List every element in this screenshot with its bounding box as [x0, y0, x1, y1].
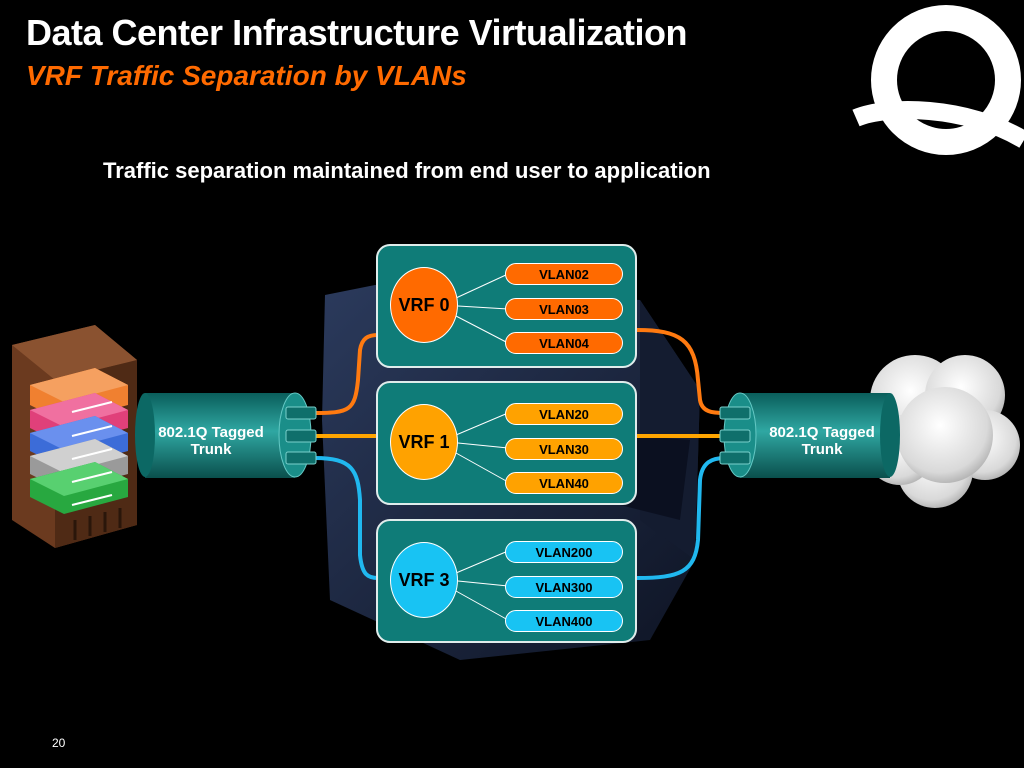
vrf-1-connectors: [455, 412, 509, 483]
right-trunk-label-line1: 802.1Q Tagged: [769, 424, 875, 441]
vrf-box-1: VRF 1 VLAN20 VLAN30 VLAN40: [376, 381, 637, 505]
vrf-box-0: VRF 0 VLAN02 VLAN03 VLAN04: [376, 244, 637, 368]
logo-icon: [846, 0, 1024, 155]
left-trunk-label-line2: Trunk: [190, 441, 232, 458]
vrf-box-3: VRF 3 VLAN200 VLAN300 VLAN400: [376, 519, 637, 643]
server-rack-icon: [12, 325, 137, 548]
vrf-1-circle: VRF 1: [390, 404, 458, 480]
vrf-0-connectors: [455, 273, 509, 344]
vlan-pill: VLAN300: [505, 576, 623, 598]
vlan-pill: VLAN04: [505, 332, 623, 354]
vlan-pill: VLAN02: [505, 263, 623, 285]
left-trunk-label: 802.1Q Tagged Trunk: [146, 424, 276, 458]
slide-title: Data Center Infrastructure Virtualizatio…: [26, 12, 688, 53]
vrf-3-connectors: [455, 550, 509, 621]
right-trunk-tube: [719, 392, 900, 478]
slide-subtitle: VRF Traffic Separation by VLANs: [26, 60, 467, 91]
left-trunk-label-line1: 802.1Q Tagged: [158, 424, 264, 441]
vrf-3-circle: VRF 3: [390, 542, 458, 618]
vlan-pill: VLAN40: [505, 472, 623, 494]
vlan-pill: VLAN20: [505, 403, 623, 425]
vlan-pill: VLAN400: [505, 610, 623, 632]
vrf-links: [314, 328, 726, 580]
page-number: 20: [52, 736, 66, 750]
right-trunk-label: 802.1Q Tagged Trunk: [757, 424, 887, 458]
vrf-0-circle: VRF 0: [390, 267, 458, 343]
right-trunk-label-line2: Trunk: [801, 441, 843, 458]
diagram-caption: Traffic separation maintained from end u…: [103, 158, 711, 183]
vlan-pill: VLAN03: [505, 298, 623, 320]
vlan-pill: VLAN200: [505, 541, 623, 563]
vlan-pill: VLAN30: [505, 438, 623, 460]
left-trunk-tube: [135, 392, 317, 478]
